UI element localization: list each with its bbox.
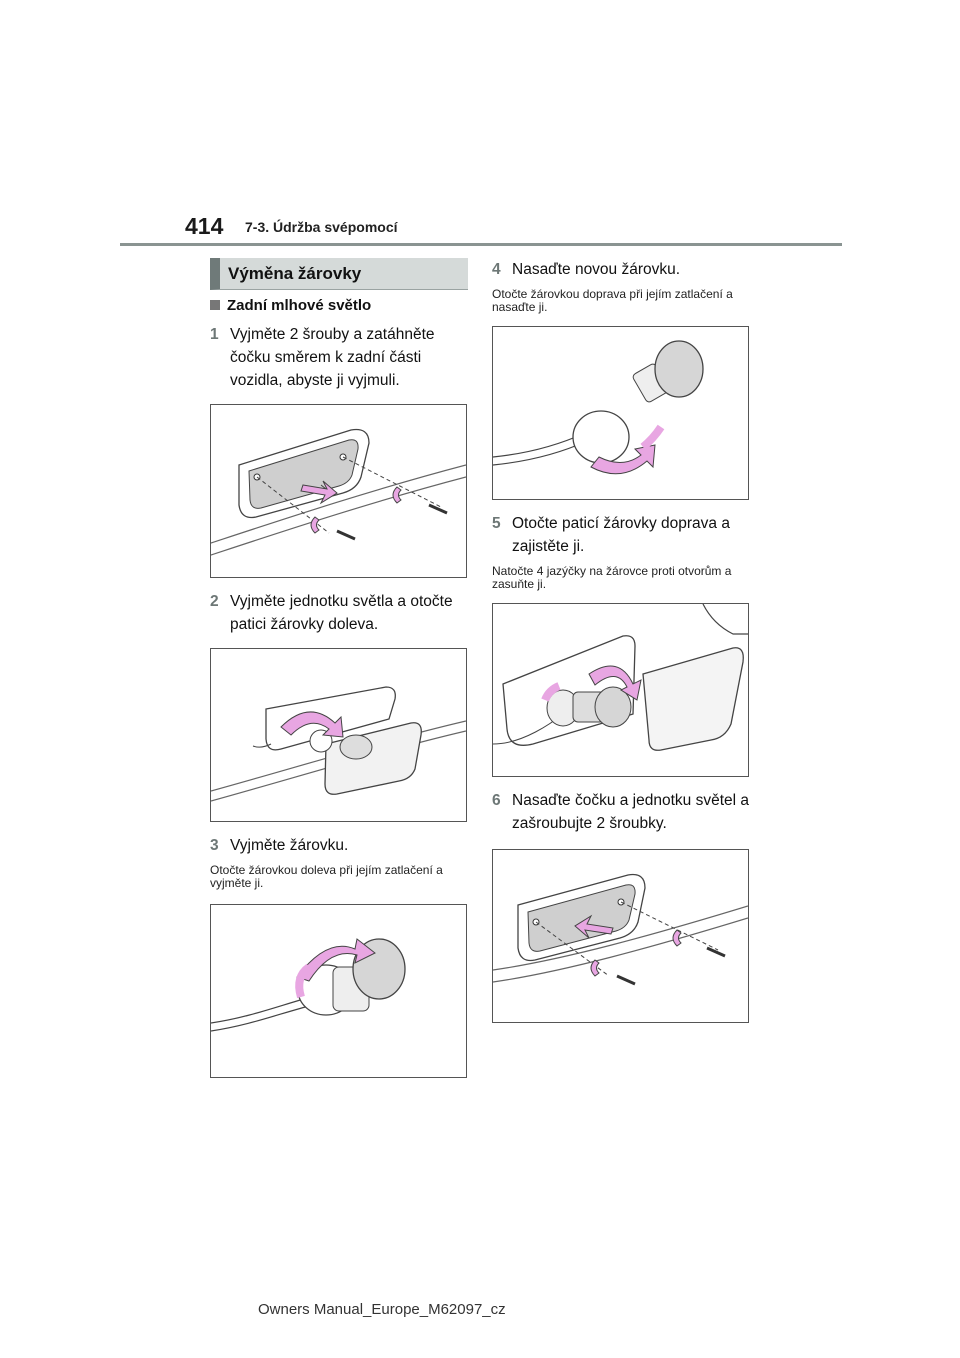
right-column: 4 Nasaďte novou žárovku. Otočte žárovkou… <box>492 258 750 1023</box>
step-text: Vyjměte 2 šrouby a zatáhněte čočku směre… <box>230 326 435 389</box>
step-2: 2 Vyjměte jednotku světla a otočte patic… <box>210 590 468 636</box>
figure-install-bulb <box>492 326 749 500</box>
step-1: 1 Vyjměte 2 šrouby a zatáhněte čočku smě… <box>210 323 468 392</box>
step-text: Otočte paticí žárovky doprava a zajistět… <box>512 515 730 555</box>
step-4-note: Otočte žárovkou doprava při jejím zatlač… <box>492 287 733 314</box>
step-number: 3 <box>210 837 219 854</box>
light-unit-illustration <box>211 686 466 802</box>
step-6: 6 Nasaďte čočku a jednotku světel a zašr… <box>492 789 750 835</box>
left-column: Výměna žárovky Zadní mlhové světlo 1 Vyj… <box>210 258 468 1078</box>
step-4: 4 Nasaďte novou žárovku. <box>492 258 750 281</box>
step-number: 6 <box>492 792 501 809</box>
step-text: Nasaďte novou žárovku. <box>512 261 681 278</box>
subsection-heading: Zadní mlhové světlo <box>210 297 468 314</box>
bulb-removal-illustration <box>211 938 406 1032</box>
header-divider <box>120 243 842 246</box>
step-text: Vyjměte žárovku. <box>230 837 349 854</box>
step-3: 3 Vyjměte žárovku. <box>210 834 468 857</box>
square-bullet-icon <box>210 300 220 310</box>
step-text: Nasaďte čočku a jednotku světel a zašrou… <box>512 792 749 832</box>
lens-reinstall-illustration <box>493 873 748 986</box>
step-text: Vyjměte jednotku světla a otočte patici … <box>230 593 453 633</box>
figure-rotate-socket-left <box>210 648 467 822</box>
figure-remove-screws <box>210 404 467 578</box>
step-5-note: Natočte 4 jazýčky na žárovce proti otvor… <box>492 564 732 591</box>
step-3-note: Otočte žárovkou doleva při jejím zatlače… <box>210 863 443 890</box>
figure-rotate-socket-right <box>492 603 749 777</box>
subsection-label: Zadní mlhové světlo <box>227 297 372 314</box>
step-number: 5 <box>492 515 501 532</box>
section-reference: 7-3. Údržba svépomocí <box>245 219 398 235</box>
socket-lock-illustration <box>493 604 748 751</box>
footer-doc-id: Owners Manual_Europe_M62097_cz <box>258 1301 506 1318</box>
step-number: 1 <box>210 326 219 343</box>
page-number: 414 <box>185 213 224 239</box>
section-title: Výměna žárovky <box>210 258 468 290</box>
figure-reinstall-lens <box>492 849 749 1023</box>
step-5: 5 Otočte paticí žárovky doprava a zajist… <box>492 512 750 558</box>
step-number: 4 <box>492 261 501 278</box>
bulb-install-illustration <box>493 340 704 475</box>
step-number: 2 <box>210 593 219 610</box>
lens-screws-illustration <box>211 428 466 556</box>
figure-remove-bulb <box>210 904 467 1078</box>
